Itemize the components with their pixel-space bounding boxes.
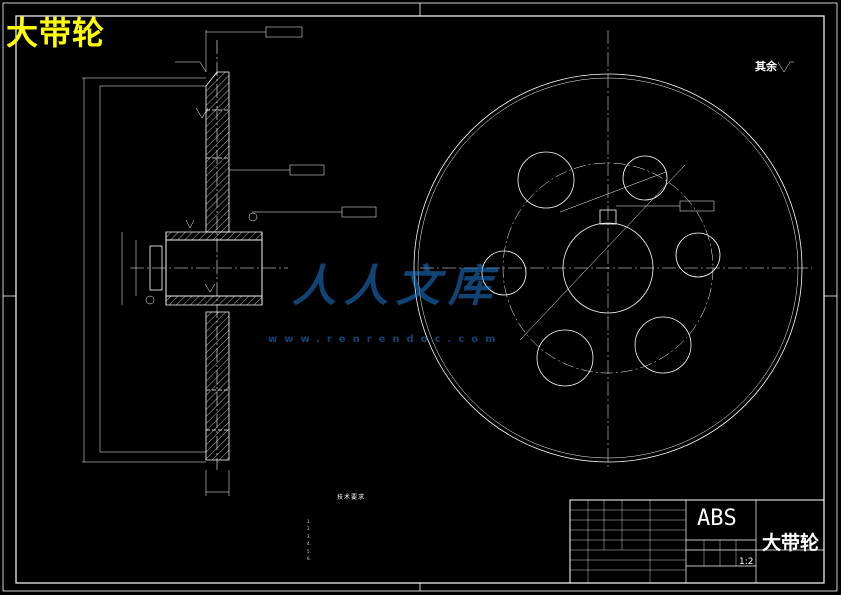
section-view [82, 26, 377, 496]
lightening-hole [481, 250, 527, 296]
requirement-item: 3. [307, 533, 311, 539]
title-block-scale: 1:2 [739, 557, 754, 567]
technical-requirements-list: 1. 2. 3. 4. 5. 6. [307, 518, 311, 562]
hub-section-upper [165, 231, 263, 241]
front-view [413, 30, 812, 470]
rim-section-lower [205, 311, 230, 461]
watermark-url: www.renrendoc.com [268, 334, 503, 345]
technical-requirements-title: 技术要求 [337, 494, 366, 501]
lightening-hole [675, 232, 721, 278]
title-block-material: ABS [697, 506, 737, 531]
lightening-hole [622, 155, 668, 201]
watermark-text: 人人文库 [292, 261, 500, 312]
rim-section [205, 71, 230, 233]
requirement-item: 5. [307, 548, 311, 554]
requirement-item: 4. [307, 541, 311, 547]
requirement-item: 1. [307, 519, 311, 524]
drawing-title: 大带轮 [6, 14, 106, 52]
requirement-item: 6. [307, 556, 311, 562]
title-block [569, 499, 825, 584]
lightening-hole [517, 151, 575, 209]
lightening-hole [536, 329, 594, 387]
remainder-roughness-note: 其余 [755, 60, 777, 73]
title-block-part-name: 大带轮 [762, 532, 820, 554]
lightening-hole [634, 316, 692, 374]
requirement-item: 2. [307, 526, 311, 532]
hub-section-lower [165, 295, 263, 306]
